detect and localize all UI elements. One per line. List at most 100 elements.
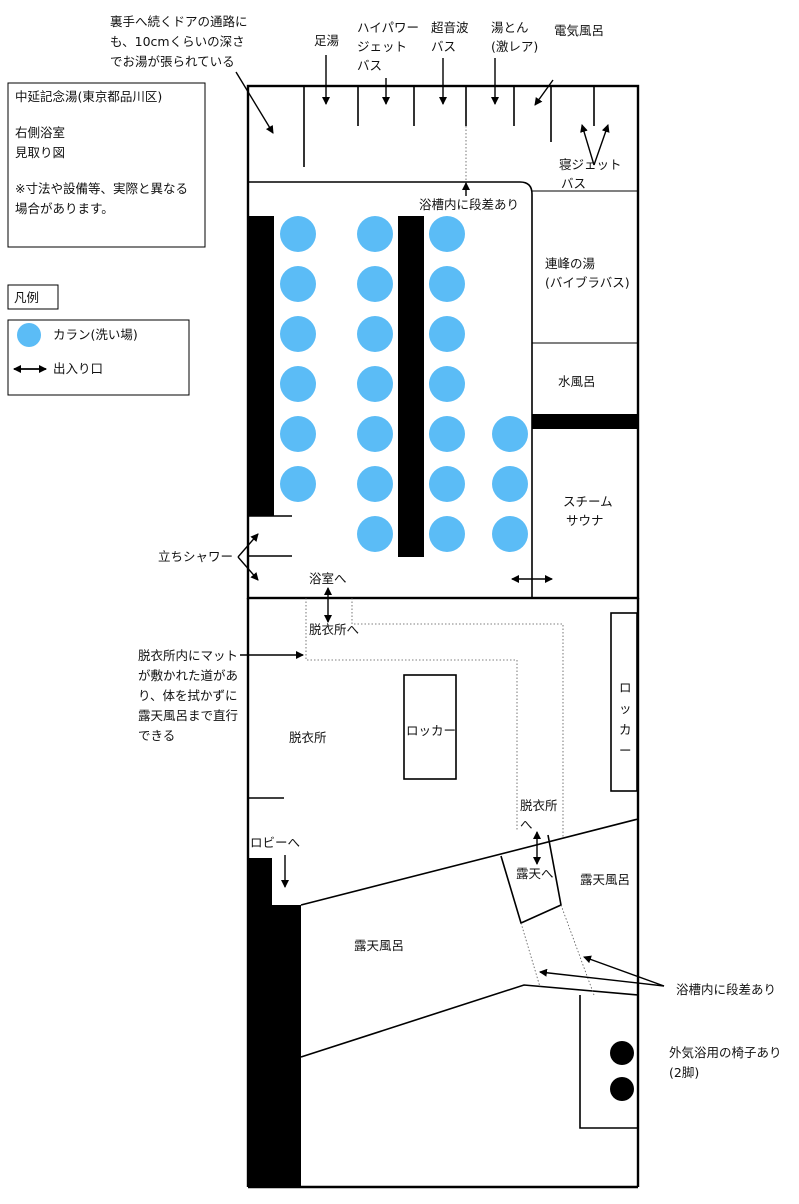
caran-1-6 xyxy=(280,466,316,502)
info-box-frame xyxy=(7,82,206,248)
mat-path-line-5: できる xyxy=(138,728,175,743)
legend-caran-label: カラン(洗い場) xyxy=(53,327,138,342)
standing-shower-label: 立ちシャワー xyxy=(158,549,233,564)
caran-2-6 xyxy=(357,466,393,502)
high-power-line-2: ジェット xyxy=(357,39,407,54)
info-subtitle-1: 右側浴室 xyxy=(15,125,65,140)
mat-path-line-3: り、体を拭かずに xyxy=(138,688,238,703)
roten-bottom-edge xyxy=(300,984,639,1058)
top-labels: 裏手へ続くドアの通路に も、10cmくらいの深さ でお湯が張られている 足湯 ハ… xyxy=(110,14,622,212)
legend-title: 凡例 xyxy=(14,290,39,305)
back-path-arrow xyxy=(235,71,274,134)
caran-3-3 xyxy=(429,316,465,352)
to-bath-label: 浴室へ xyxy=(309,571,347,586)
info-box: 中延記念湯(東京都品川区) 右側浴室 見取り図 ※寸法や設備等、実際と異なる 場… xyxy=(7,82,206,248)
caran-1-4 xyxy=(280,366,316,402)
caran-1-5 xyxy=(280,416,316,452)
roten-top-edge xyxy=(300,818,639,906)
mizu-label: 水風呂 xyxy=(558,374,596,389)
yuton-line-1: 湯とん xyxy=(491,20,529,35)
caran-3-4 xyxy=(429,366,465,402)
roten-step-callout: 浴槽内に段差あり xyxy=(539,955,776,997)
caran-1-2 xyxy=(280,266,316,302)
back-path-line-1: 裏手へ続くドアの通路に xyxy=(110,14,248,29)
locker-center-label: ロッカー xyxy=(406,723,456,738)
roten-step-arrow-1 xyxy=(539,968,665,987)
standing-shower-callout: 立ちシャワー xyxy=(158,533,259,581)
nejet-line-2: バス xyxy=(561,176,586,191)
legend-caran-swatch xyxy=(17,323,41,347)
back-path-line-2: も、10cmくらいの深さ xyxy=(110,34,245,49)
locker-side-2: ッ xyxy=(619,701,632,716)
mat-path-line-1: 脱衣所内にマット xyxy=(138,648,238,663)
legend-title-frame xyxy=(7,284,59,310)
right-rooms: 連峰の湯 (バイブラバス) 水風呂 スチーム サウナ xyxy=(511,256,630,583)
locker-center xyxy=(403,674,457,780)
nejet-arrow-right xyxy=(593,124,610,166)
to-roten-label: 露天へ xyxy=(516,866,554,881)
caran-4-1 xyxy=(492,416,528,452)
sauna-wall xyxy=(532,414,638,429)
chair-1 xyxy=(610,1041,634,1065)
locker-side-1: ロ xyxy=(619,680,632,695)
ashiyu-label: 足湯 xyxy=(314,33,339,48)
to-lobby-label: ロビーへ xyxy=(250,835,300,850)
caran-2-7 xyxy=(357,516,393,552)
standing-shower-arrow-down xyxy=(237,556,259,581)
caran-2-2 xyxy=(357,266,393,302)
nejet-line-1: 寝ジェット xyxy=(559,157,622,172)
locker-side xyxy=(610,612,638,792)
roten-step-dotted-1 xyxy=(520,922,541,988)
standing-shower-arrow-up xyxy=(237,533,259,558)
steam-line-1: スチーム xyxy=(563,494,613,509)
to-datsui-label: 脱衣所へ xyxy=(309,622,359,637)
bath-entrance: 浴室へ 脱衣所へ xyxy=(309,571,359,637)
locker-side-4: ー xyxy=(619,743,632,758)
caran-4-3 xyxy=(492,516,528,552)
outdoor-area: 露天風呂 露天風呂 xyxy=(248,818,639,1187)
info-subtitle-2: 見取り図 xyxy=(15,145,65,160)
caran-2-5 xyxy=(357,416,393,452)
ultrasonic-line-1: 超音波 xyxy=(431,20,469,35)
to-datsui-2-line-1: 脱衣所 xyxy=(520,798,558,813)
steam-line-2: サウナ xyxy=(566,513,604,528)
roten-step-dotted-2 xyxy=(560,904,595,996)
roten-step-arrow-2 xyxy=(583,955,665,987)
mat-path-line-2: が敷かれた道があ xyxy=(138,668,238,683)
mat-path-callout: 脱衣所内にマット が敷かれた道があ り、体を拭かずに 露天風呂まで直行 できる xyxy=(138,648,304,743)
legend: 凡例 カラン(洗い場) 出入り口 xyxy=(7,284,190,396)
info-note-2: 場合があります。 xyxy=(15,201,114,216)
outdoor-black-wall xyxy=(248,858,301,1187)
renpou-line-2: (バイブラバス) xyxy=(545,275,630,290)
chair-zone-outline xyxy=(579,995,638,1129)
roten-main-label: 露天風呂 xyxy=(354,938,404,953)
nejet-arrow-left xyxy=(580,124,595,166)
legend-frame xyxy=(7,319,190,396)
caran-3-5 xyxy=(429,416,465,452)
caran-2-3 xyxy=(357,316,393,352)
caran-2-1 xyxy=(357,216,393,252)
mat-path-line-4: 露天風呂まで直行 xyxy=(138,708,238,723)
datsui-label: 脱衣所 xyxy=(289,730,327,745)
chairs-line-1: 外気浴用の椅子あり xyxy=(669,1045,782,1060)
caran-3-7 xyxy=(429,516,465,552)
caran-group xyxy=(280,216,528,552)
roten-step-label: 浴槽内に段差あり xyxy=(676,982,776,997)
info-note-1: ※寸法や設備等、実際と異なる xyxy=(15,181,188,196)
high-power-line-3: バス xyxy=(357,58,382,73)
locker-side-3: カ xyxy=(619,722,632,737)
to-datsui-2-line-2: へ xyxy=(520,817,533,832)
back-path-line-3: でお湯が張られている xyxy=(110,54,235,69)
caran-3-2 xyxy=(429,266,465,302)
caran-3-1 xyxy=(429,216,465,252)
chairs-line-2: (2脚) xyxy=(669,1065,699,1080)
chairs-callout: 外気浴用の椅子あり (2脚) xyxy=(669,1045,782,1080)
renpou-line-1: 連峰の湯 xyxy=(545,256,595,271)
step-in-tub-label: 浴槽内に段差あり xyxy=(419,197,519,212)
legend-entrance-label: 出入り口 xyxy=(53,361,103,376)
yuton-line-2: (激レア) xyxy=(491,39,538,54)
mat-path-inner xyxy=(305,598,518,830)
high-power-line-1: ハイパワー xyxy=(357,20,419,35)
